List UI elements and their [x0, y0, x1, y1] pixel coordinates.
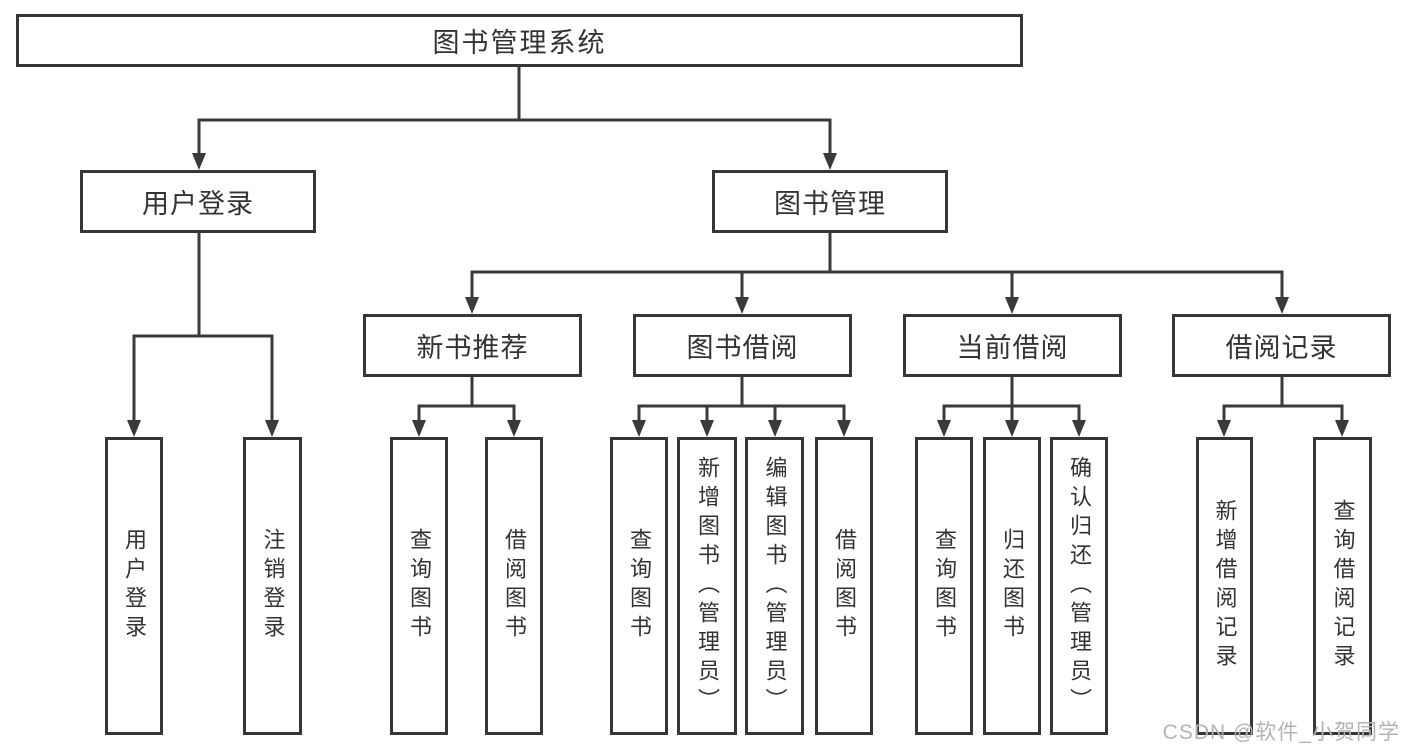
leaf-add-book-admin: 新增图书（管理员） — [677, 437, 737, 735]
node-label: 新书推荐 — [416, 333, 529, 363]
node-label: 图书借阅 — [686, 333, 799, 363]
node-label: 查询图书 — [627, 528, 652, 644]
leaf-add-borrow-record: 新增借阅记录 — [1196, 437, 1253, 735]
leaf-query-books-current: 查询图书 — [915, 437, 973, 735]
leaf-return-book: 归还图书 — [983, 437, 1041, 735]
node-label: 新增借阅记录 — [1212, 499, 1238, 673]
node-library-management-system: 图书管理系统 — [16, 14, 1023, 67]
node-user-login: 用户登录 — [80, 170, 316, 233]
node-book-borrowing: 图书借阅 — [633, 314, 852, 377]
leaf-confirm-return-admin: 确认归还（管理员） — [1050, 437, 1108, 735]
node-label: 查询图书 — [407, 528, 432, 644]
node-book-management: 图书管理 — [712, 170, 948, 233]
node-label: 编辑图书（管理员） — [762, 455, 788, 717]
leaf-user-login: 用户登录 — [105, 437, 163, 735]
node-label: 借阅图书 — [502, 528, 527, 644]
node-label: 当前借阅 — [956, 333, 1069, 363]
node-label: 确认归还（管理员） — [1067, 455, 1092, 717]
leaf-query-borrow-record: 查询借阅记录 — [1313, 437, 1372, 735]
csdn-watermark: CSDN @软件_小贺同学 — [1162, 721, 1400, 744]
node-label: 借阅图书 — [832, 528, 857, 644]
leaf-logout: 注销登录 — [243, 437, 302, 735]
node-label: 注销登录 — [260, 528, 286, 644]
node-label: 图书管理 — [774, 189, 886, 219]
node-label: 用户登录 — [142, 189, 254, 219]
leaf-query-books-borrow: 查询图书 — [610, 437, 668, 735]
node-label: 借阅记录 — [1225, 333, 1338, 363]
node-current-borrowing: 当前借阅 — [903, 314, 1122, 377]
leaf-borrow-books-recommend: 借阅图书 — [485, 437, 543, 735]
leaf-borrow-books: 借阅图书 — [815, 437, 873, 735]
node-borrowing-records: 借阅记录 — [1172, 314, 1391, 377]
node-label: 归还图书 — [1000, 528, 1025, 644]
leaf-query-books-recommend: 查询图书 — [390, 437, 448, 735]
node-label: 查询借阅记录 — [1330, 499, 1356, 673]
leaf-edit-book-admin: 编辑图书（管理员） — [745, 437, 804, 735]
node-label: 新增图书（管理员） — [695, 455, 720, 717]
node-label: 用户登录 — [122, 528, 147, 644]
node-label: 查询图书 — [932, 528, 957, 644]
node-new-book-recommendation: 新书推荐 — [363, 314, 582, 377]
node-label: 图书管理系统 — [432, 28, 607, 58]
